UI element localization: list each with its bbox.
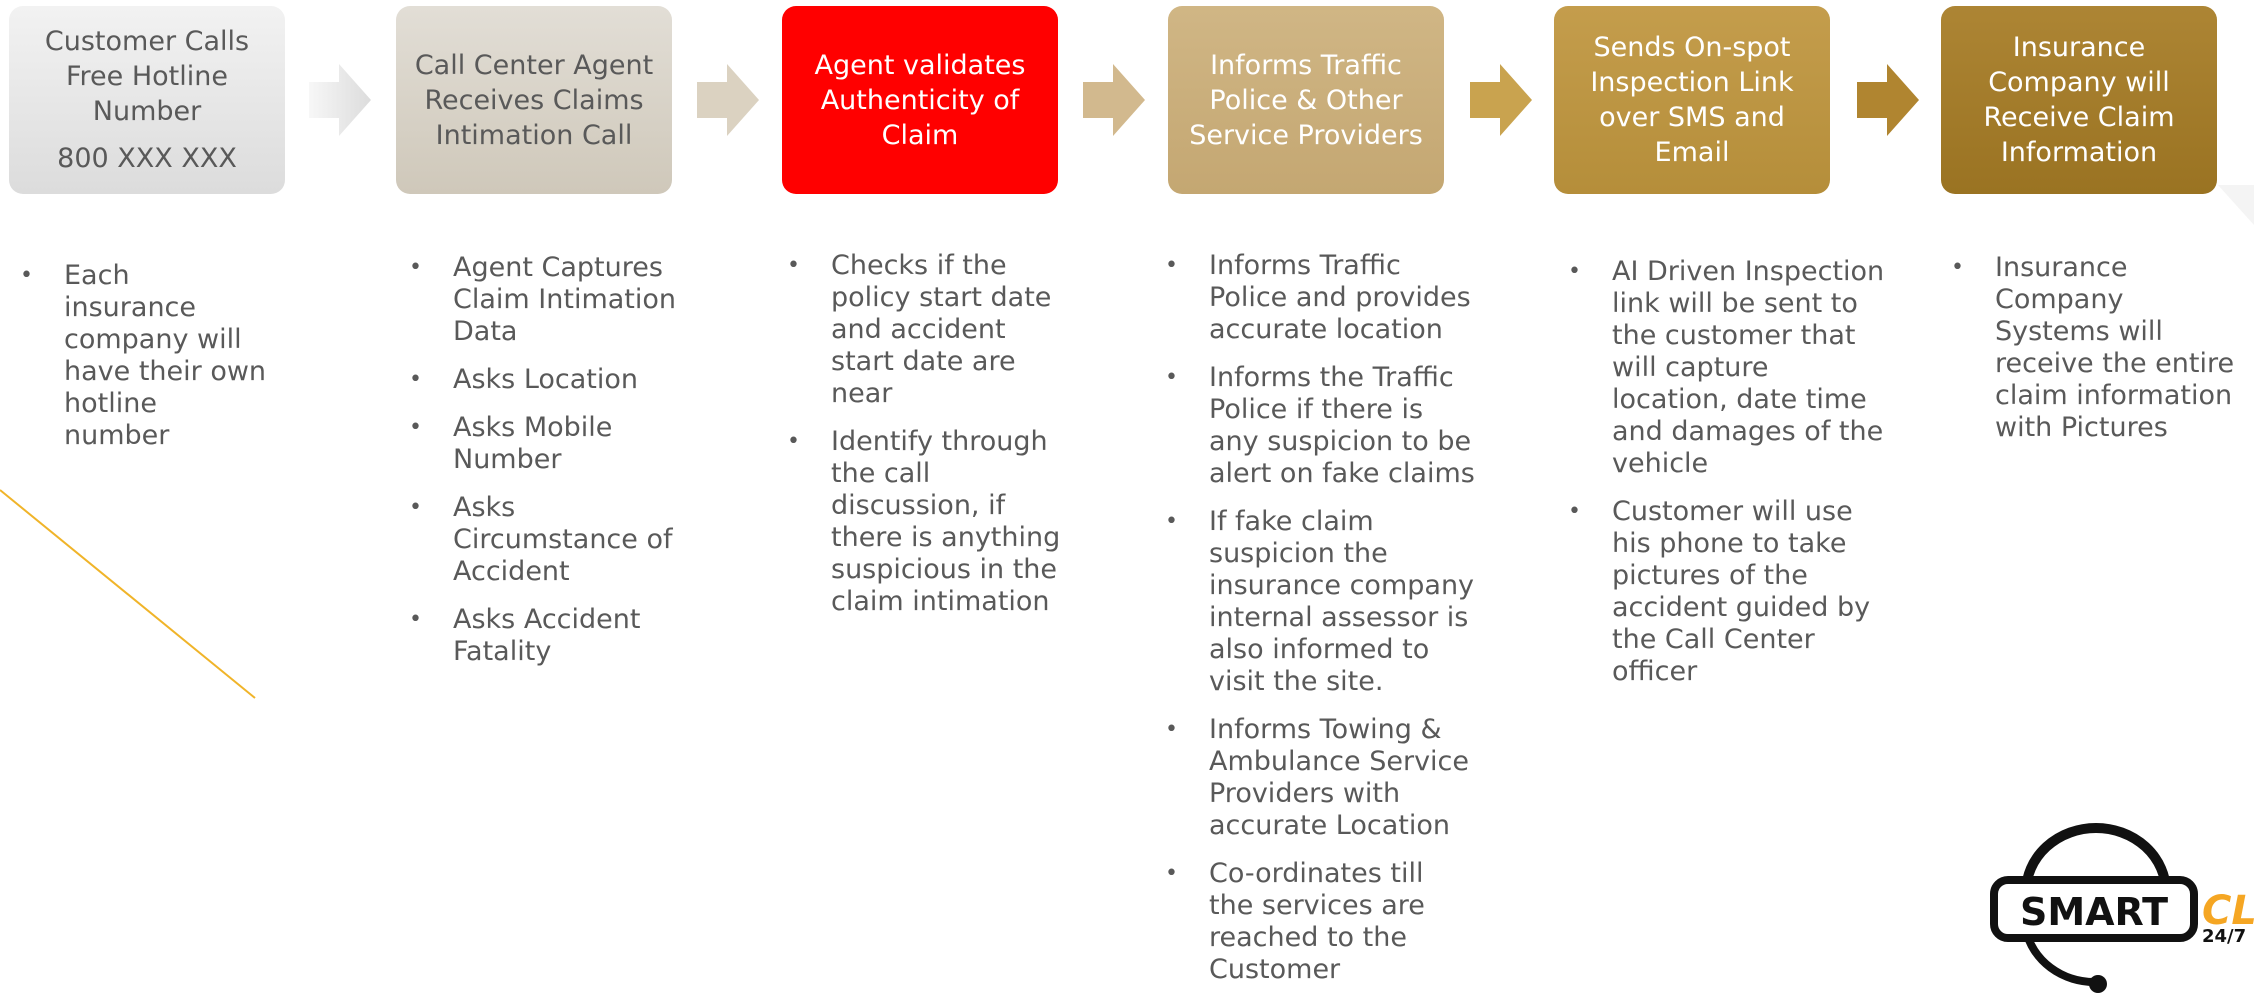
step-3-box: Agent validates Authenticity of Claim: [782, 6, 1058, 194]
step-2-details: •Agent Captures Claim Intimation Data •A…: [409, 252, 679, 684]
arrow-right-icon: [697, 64, 759, 136]
arrow-right-icon: [1470, 64, 1532, 136]
list-item: •Asks Circumstance of Accident: [409, 492, 673, 587]
svg-text:SMART: SMART: [2020, 890, 2168, 934]
list-item: •Asks Accident Fatality: [409, 604, 641, 667]
svg-text:CLA: CLA: [2202, 888, 2254, 934]
step-4-details: •Informs Traffic Police and provides acc…: [1165, 250, 1475, 1002]
step-3-title: Agent validates Authenticity of Claim: [814, 49, 1026, 151]
step-5-box: Sends On-spot Inspection Link over SMS a…: [1554, 6, 1830, 194]
step-5-title: Sends On-spot Inspection Link over SMS a…: [1590, 32, 1794, 168]
step-5-details: •AI Driven Inspection link will be sent …: [1568, 256, 1888, 704]
step-4-title: Informs Traffic Police & Other Service P…: [1189, 49, 1423, 151]
step-6-title: Insurance Company will Receive Claim Inf…: [1983, 32, 2175, 168]
step-2-box: Call Center Agent Receives Claims Intima…: [396, 6, 672, 194]
arrow-right-icon: [1083, 64, 1145, 136]
step-3-details: •Checks if the policy start date and acc…: [787, 250, 1077, 634]
list-item: •Each insurance company will have their …: [20, 260, 267, 451]
svg-text:24/7: 24/7: [2202, 926, 2246, 947]
list-item: •Informs Towing & Ambulance Service Prov…: [1165, 714, 1470, 841]
step-2-title: Call Center Agent Receives Claims Intima…: [414, 49, 654, 151]
list-item: •Co-ordinates till the services are reac…: [1165, 858, 1425, 985]
list-item: •Identify through the call discussion, i…: [787, 426, 1061, 617]
step-6-details: •Insurance Company Systems will receive …: [1951, 252, 2246, 460]
smartclaim-logo: SMART CLA 24/7: [1986, 812, 2254, 999]
list-item: •AI Driven Inspection link will be sent …: [1568, 256, 1885, 479]
hotline-number: 800 XXX XXX: [57, 143, 237, 174]
list-item: •Informs Traffic Police and provides acc…: [1165, 250, 1471, 345]
list-item: •Insurance Company Systems will receive …: [1951, 252, 2235, 443]
list-item: •Asks Location: [409, 364, 639, 395]
headset-icon: SMART CLA 24/7: [1990, 823, 2254, 993]
list-item: •Informs the Traffic Police if there is …: [1165, 362, 1475, 489]
step-1-title: Customer Calls Free Hotline Number: [44, 26, 250, 127]
step-1-details: •Each insurance company will have their …: [20, 260, 270, 468]
list-item: •Customer will use his phone to take pic…: [1568, 496, 1871, 687]
list-item: •Agent Captures Claim Intimation Data: [409, 252, 677, 347]
step-1-box: Customer Calls Free Hotline Number 800 X…: [9, 6, 285, 194]
list-item: •Checks if the policy start date and acc…: [787, 250, 1052, 409]
list-item: •If fake claim suspicion the insurance c…: [1165, 506, 1475, 697]
step-6-box: Insurance Company will Receive Claim Inf…: [1941, 6, 2217, 194]
arrow-right-icon: [1857, 64, 1919, 136]
list-item: •Asks Mobile Number: [409, 412, 613, 475]
step-4-box: Informs Traffic Police & Other Service P…: [1168, 6, 1444, 194]
arrow-right-icon: [309, 64, 371, 136]
